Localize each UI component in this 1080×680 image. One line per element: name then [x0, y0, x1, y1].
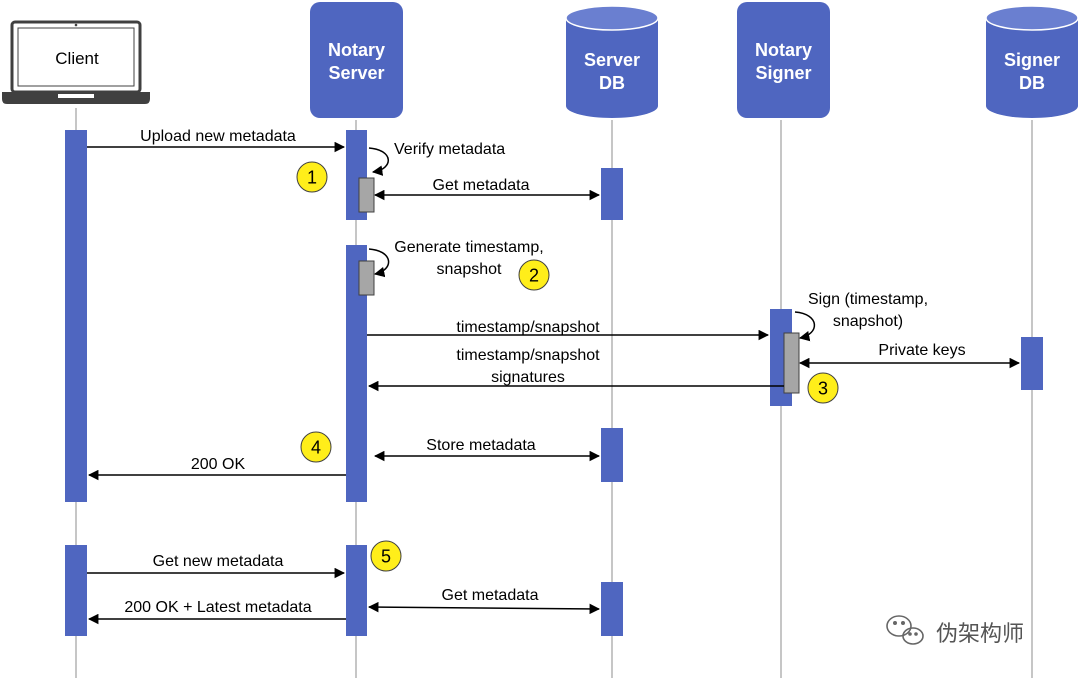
participant-signer-db-label-1: Signer: [1004, 50, 1060, 70]
self-calls: [368, 147, 816, 342]
self-activations: [358, 177, 800, 394]
step-badge-3: 3: [807, 372, 839, 404]
msg-store: Store metadata: [426, 437, 536, 454]
msg-ok-latest: 200 OK + Latest metadata: [124, 599, 311, 616]
svg-text:4: 4: [311, 438, 321, 458]
msg-ts-snapshot: timestamp/snapshot: [456, 319, 600, 336]
message-arrows: [87, 141, 1021, 625]
message-labels: Upload new metadata Verify metadata Get …: [124, 128, 965, 616]
svg-text:3: 3: [818, 379, 828, 399]
participant-notary-server-label-1: Notary: [328, 40, 385, 60]
server-db-activation-3: [601, 582, 623, 636]
server-db-activation-2: [601, 428, 623, 482]
step-badge-2: 2: [518, 259, 550, 291]
participant-server-db-label-1: Server: [584, 50, 640, 70]
step-badge-1: 1: [296, 161, 328, 193]
msg-verify: Verify metadata: [394, 141, 505, 158]
activation-bars: [65, 130, 1043, 636]
participant-notary-server-label-2: Server: [328, 63, 384, 83]
step-badges: 1 2 3 4 5: [296, 161, 839, 572]
self-activation-generate: [358, 260, 375, 296]
signer-db-activation: [1021, 337, 1043, 390]
participant-server-db: Server DB: [565, 5, 659, 118]
msg-get-metadata-2: Get metadata: [442, 587, 539, 604]
server-activation-3: [346, 545, 367, 636]
laptop-icon: Client: [2, 20, 150, 104]
svg-text:5: 5: [381, 547, 391, 567]
step-badge-4: 4: [300, 431, 332, 463]
self-activation-sign: [783, 332, 800, 394]
msg-upload: Upload new metadata: [140, 128, 296, 145]
participant-signer-db: Signer DB: [985, 5, 1079, 118]
msg-signatures-1: timestamp/snapshot: [456, 347, 600, 364]
msg-sign-2: snapshot): [833, 313, 903, 330]
arrow-get-metadata-2: [367, 601, 601, 615]
svg-text:1: 1: [307, 168, 317, 188]
msg-generate-1: Generate timestamp,: [394, 239, 543, 256]
msg-sign-1: Sign (timestamp,: [808, 291, 928, 308]
server-activation-2: [346, 245, 367, 502]
server-db-activation-1: [601, 168, 623, 220]
watermark-text: 伪架构师: [936, 621, 1024, 646]
lifelines: [75, 108, 1033, 678]
svg-text:2: 2: [529, 266, 539, 286]
participant-server-db-label-2: DB: [599, 73, 625, 93]
msg-signatures-2: signatures: [491, 369, 565, 386]
client-activation-1: [65, 130, 87, 502]
participant-signer-db-label-2: DB: [1019, 73, 1045, 93]
participant-notary-signer-label-2: Signer: [755, 63, 811, 83]
participant-notary-signer-label-1: Notary: [755, 40, 812, 60]
participant-notary-signer: Notary Signer: [737, 2, 830, 118]
self-call-generate: [368, 248, 390, 278]
msg-private-keys: Private keys: [878, 342, 965, 359]
wechat-icon: [886, 615, 924, 645]
participant-notary-server: Notary Server: [310, 2, 403, 118]
participant-client-label: Client: [55, 49, 99, 68]
msg-get-new: Get new metadata: [153, 553, 284, 570]
msg-ok: 200 OK: [191, 456, 246, 473]
msg-get-metadata-1: Get metadata: [433, 177, 530, 194]
step-badge-5: 5: [370, 540, 402, 572]
self-activation-verify: [358, 177, 375, 213]
msg-generate-2: snapshot: [437, 261, 502, 278]
self-call-verify: [368, 147, 389, 176]
self-call-sign: [794, 311, 816, 342]
watermark: 伪架构师: [886, 615, 1024, 646]
client-activation-2: [65, 545, 87, 636]
